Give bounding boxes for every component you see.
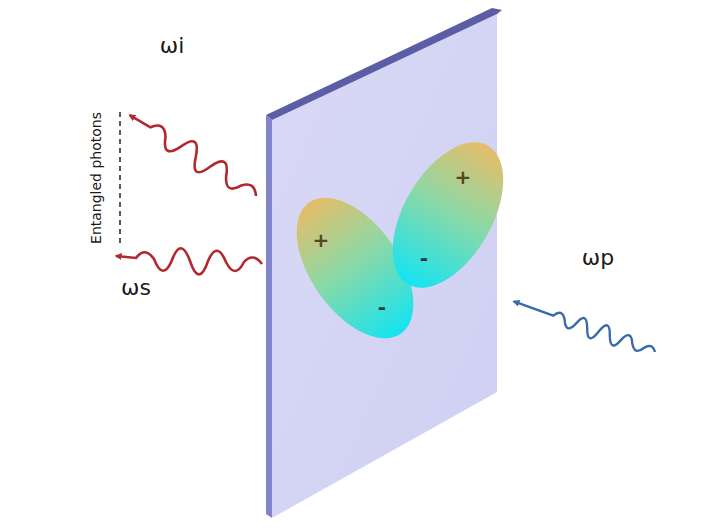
charge-sign: + [313, 230, 330, 250]
charge-sign: - [378, 297, 386, 317]
slab-edge [266, 8, 502, 120]
charge-sign: + [455, 167, 472, 187]
pump-wave [511, 293, 658, 361]
entanglement-line [119, 112, 121, 246]
ellipse-outline [378, 127, 518, 303]
slab-side [266, 115, 272, 518]
charge-dipole [378, 127, 518, 303]
dipole-ellipse: +- [378, 127, 518, 303]
frequency-label: ωs [121, 277, 151, 299]
idler-photon-wave [123, 105, 262, 206]
signal-photon-wave [116, 248, 262, 274]
frequency-label: ωi [160, 35, 185, 57]
annotation: Entangled photons [89, 112, 103, 244]
charge-sign: - [420, 248, 428, 268]
frequency-label: ωp [582, 247, 614, 269]
